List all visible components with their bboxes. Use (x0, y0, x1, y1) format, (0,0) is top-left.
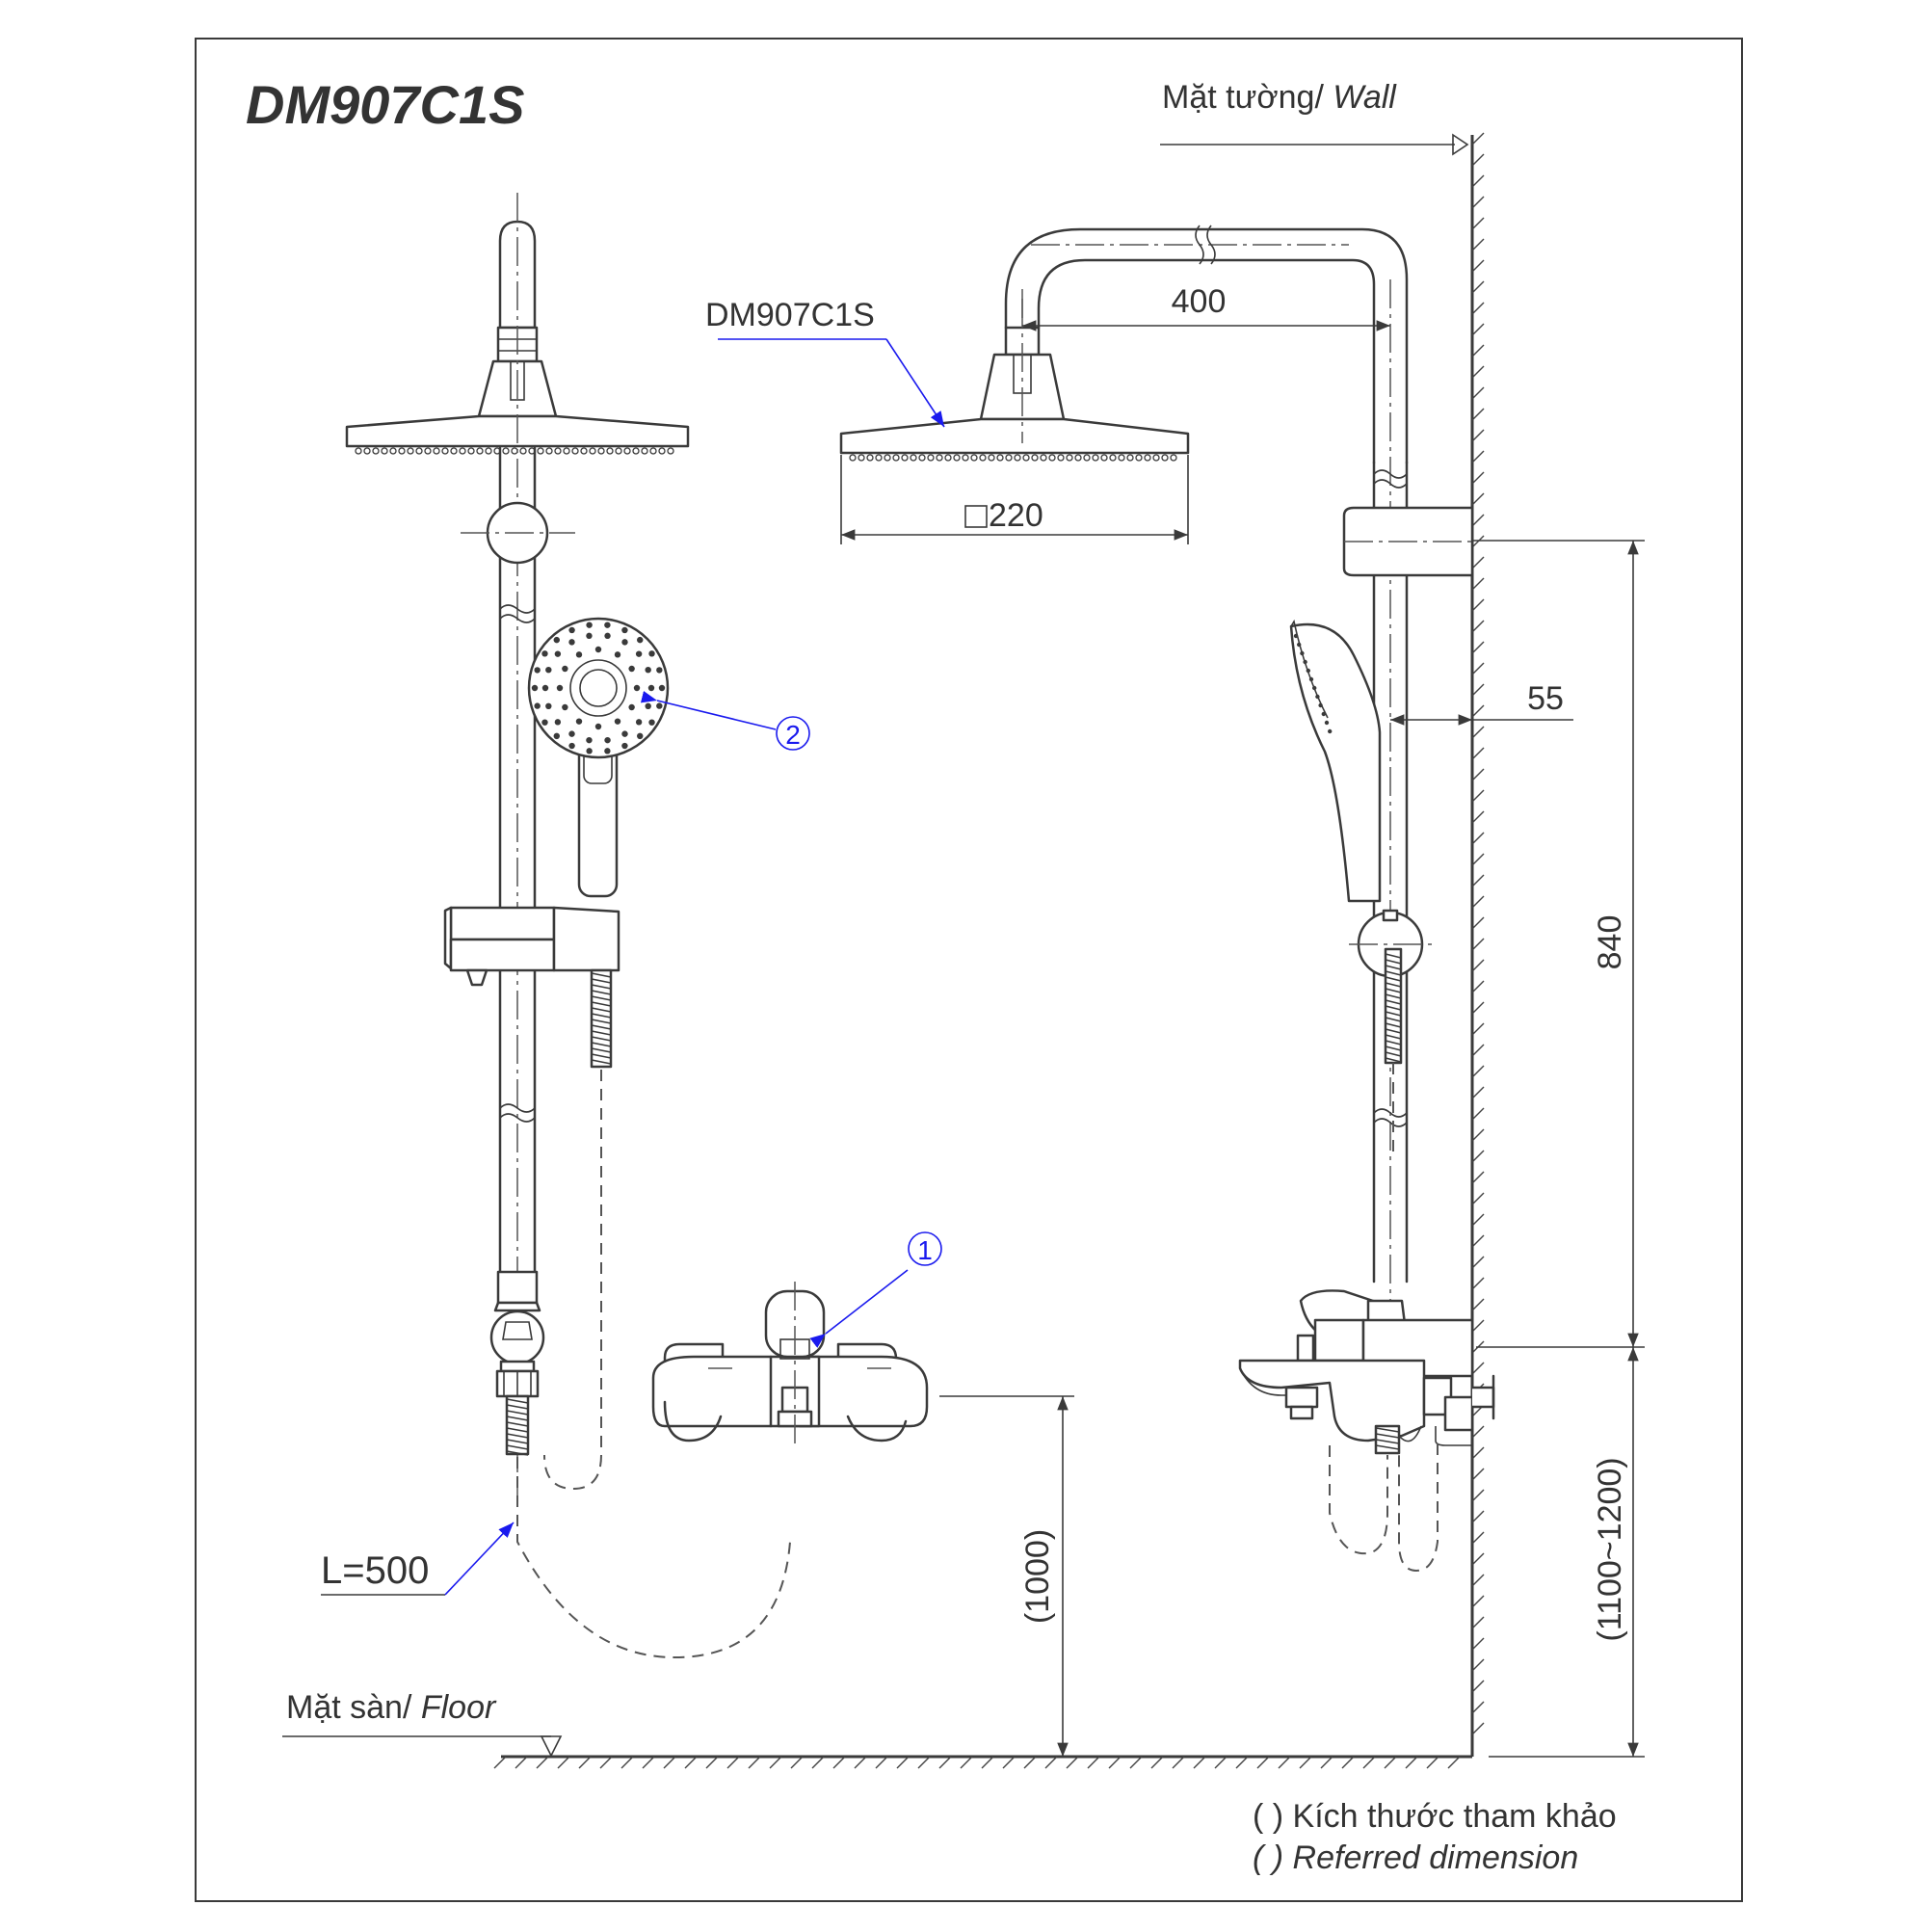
model-title: DM907C1S (246, 74, 524, 135)
shower-arm-inner (1037, 258, 1376, 464)
hose-upper (590, 968, 613, 1069)
callout-1-circle (908, 1231, 942, 1266)
dim-840-label: 840 (1592, 915, 1628, 970)
dim-1000-label: (1000) (1019, 1529, 1056, 1624)
mixer-side (1238, 1289, 1495, 1455)
hose-loop-mixer (516, 1457, 791, 1659)
wall: Mặt tường/ Wall (1160, 79, 1485, 1757)
mixer-outlet-side (1284, 1386, 1319, 1409)
dim-1100-1200-label: (1100~1200) (1592, 1457, 1628, 1641)
elbow-body (489, 1310, 545, 1365)
callout-1-leader (809, 1269, 909, 1348)
drawing-frame (195, 38, 1743, 1902)
mixer-spout-side (1238, 1359, 1426, 1442)
floor-marker-icon (540, 1735, 563, 1758)
square-symbol-icon (964, 505, 988, 528)
dimensions: 400 220 55 840 (1100~1200) (1000) DM907C… (705, 283, 1645, 1758)
callout-2-circle (776, 716, 810, 751)
hose-length-label: L=500 (321, 1549, 429, 1592)
side-overhead-head (839, 417, 1190, 455)
hose-length-leader (444, 1522, 515, 1596)
wall-label: Mặt tường/ Wall (1162, 79, 1397, 116)
hand-shower-nozzles (531, 622, 666, 754)
side-hand-shower (1289, 622, 1382, 903)
front-view: 2 1 L=500 (321, 193, 942, 1659)
wall-flange (1443, 1395, 1474, 1432)
overhead-nozzles (355, 447, 674, 455)
hand-shower-face (527, 617, 670, 759)
dim-55-label: 55 (1527, 680, 1564, 717)
side-hose-loop-b (1398, 1443, 1439, 1573)
part-label-leader (885, 338, 945, 428)
hose-loop-hand (543, 1070, 602, 1491)
legend-note-vi: ( ) Kích thước tham khảo (1253, 1798, 1617, 1835)
side-view (839, 225, 1495, 1573)
callout-1-number: 1 (917, 1235, 933, 1265)
wall-marker-icon (1452, 133, 1469, 156)
side-hose-loop-a (1329, 1445, 1388, 1555)
slider-holder-body (449, 906, 556, 941)
dim-400-label: 400 (1172, 283, 1227, 320)
hose-lower (505, 1394, 530, 1456)
floor: Mặt sàn/ Floor (282, 1689, 1472, 1769)
slider-knob (465, 968, 488, 987)
mixer-front (651, 1282, 929, 1445)
shower-arm-outer (1004, 227, 1409, 464)
side-overhead-nozzles (849, 454, 1177, 462)
part-label: DM907C1S (705, 297, 875, 333)
hand-shower-holder (552, 906, 620, 972)
callout-2-number: 2 (785, 720, 801, 750)
floor-label: Mặt sàn/ Floor (286, 1689, 497, 1726)
hand-shower-handle (577, 740, 619, 898)
dim-220-label: 220 (989, 497, 1043, 534)
elbow-connector (496, 1270, 539, 1305)
legend-note-en: ( ) Referred dimension (1253, 1839, 1578, 1876)
callout-2-leader (640, 690, 777, 730)
